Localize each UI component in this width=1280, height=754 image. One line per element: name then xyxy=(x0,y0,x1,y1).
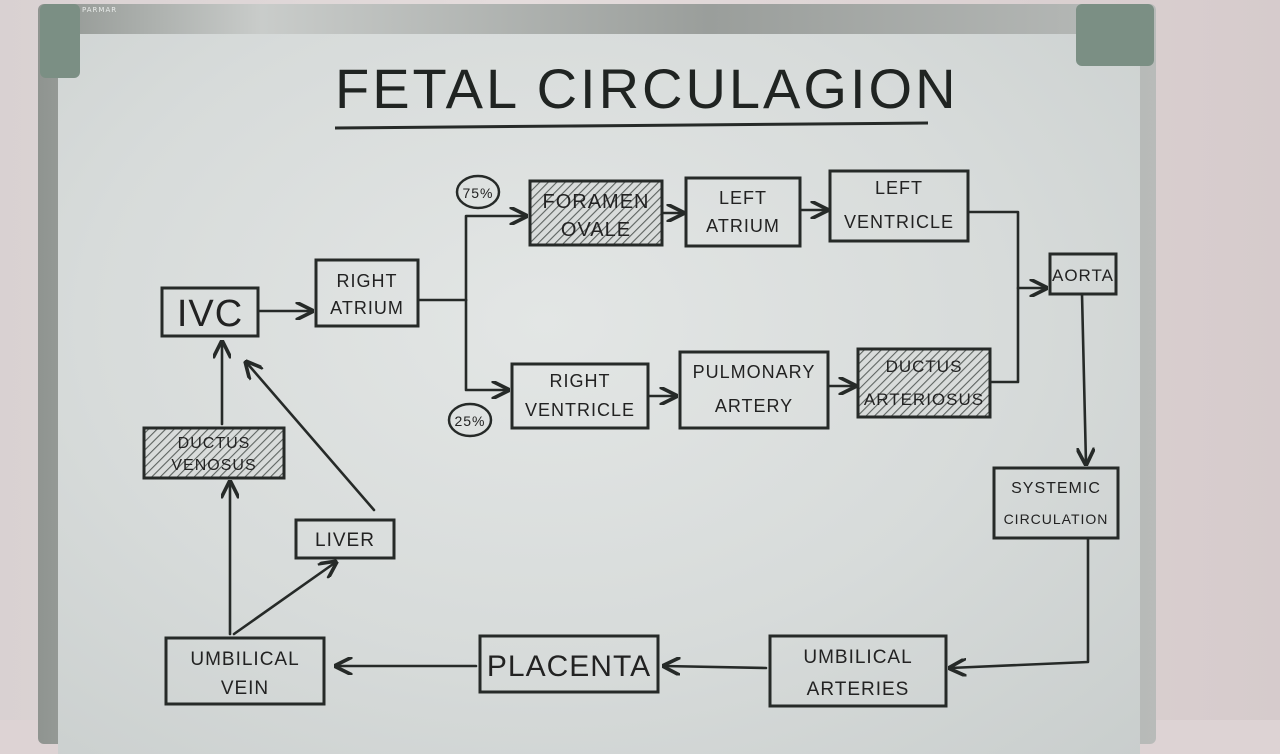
arrow-umbilical-arteries-to-placenta xyxy=(664,666,768,668)
svg-text:ARTERIOSUS: ARTERIOSUS xyxy=(864,390,984,409)
node-systemic-circulation: SYSTEMIC CIRCULATION xyxy=(992,466,1120,540)
svg-text:FORAMEN: FORAMEN xyxy=(543,191,650,213)
connector-lv-da-merge xyxy=(966,210,1020,384)
svg-text:PLACENTA: PLACENTA xyxy=(487,650,651,683)
svg-text:75%: 75% xyxy=(462,185,493,201)
svg-text:UMBILICAL: UMBILICAL xyxy=(803,647,912,668)
svg-text:PULMONARY: PULMONARY xyxy=(693,362,816,382)
node-umbilical-vein: UMBILICAL VEIN xyxy=(164,636,326,706)
svg-text:25%: 25% xyxy=(454,413,485,429)
svg-text:VENOSUS: VENOSUS xyxy=(171,457,256,474)
frame-corner-top-left xyxy=(40,4,80,78)
svg-text:UMBILICAL: UMBILICAL xyxy=(190,649,299,670)
svg-text:CIRCULATION: CIRCULATION xyxy=(1004,511,1109,527)
svg-text:LEFT: LEFT xyxy=(875,178,923,198)
arrow-liver-to-ivc xyxy=(246,362,376,512)
node-right-ventricle: RIGHT VENTRICLE xyxy=(510,362,650,430)
node-liver: LIVER xyxy=(294,518,396,560)
svg-text:ATRIUM: ATRIUM xyxy=(330,298,404,318)
svg-text:OVALE: OVALE xyxy=(561,219,631,241)
svg-text:ARTERIES: ARTERIES xyxy=(807,679,910,700)
svg-text:DUCTUS: DUCTUS xyxy=(178,435,251,452)
svg-text:ATRIUM: ATRIUM xyxy=(706,216,780,236)
frame-corner-top-right xyxy=(1076,4,1154,66)
svg-text:LIVER: LIVER xyxy=(315,530,375,551)
svg-text:AORTA: AORTA xyxy=(1052,266,1114,285)
arrow-to-right-ventricle xyxy=(464,298,508,390)
node-ductus-arteriosus: DUCTUS ARTERIOSUS xyxy=(856,347,992,419)
node-ivc: IVC xyxy=(160,286,260,338)
node-aorta: AORTA xyxy=(1048,252,1118,296)
arrow-umbilical-vein-to-liver xyxy=(232,562,336,636)
node-left-atrium: LEFT ATRIUM xyxy=(684,176,802,248)
node-pulmonary-artery: PULMONARY ARTERY xyxy=(678,350,830,430)
fetal-circulation-diagram: FETAL CIRCULAGION IVC RIGHT ATRIUM FORAM… xyxy=(142,57,1120,708)
svg-text:ARTERY: ARTERY xyxy=(715,396,793,416)
node-umbilical-arteries: UMBILICAL ARTERIES xyxy=(768,634,948,708)
svg-text:LEFT: LEFT xyxy=(719,188,767,208)
node-right-atrium: RIGHT ATRIUM xyxy=(314,258,420,328)
title-underline xyxy=(334,121,929,130)
frame-brand-label: PARMAR xyxy=(82,6,118,14)
arrow-systemic-to-umbilical-arteries xyxy=(950,536,1090,668)
svg-text:RIGHT: RIGHT xyxy=(337,271,398,291)
node-foramen-ovale: FORAMEN OVALE xyxy=(528,179,664,247)
flow-arrows xyxy=(222,210,1088,668)
svg-text:VENTRICLE: VENTRICLE xyxy=(844,212,954,232)
node-ductus-venosus: DUCTUS VENOSUS xyxy=(142,426,286,480)
percent-75-badge: 75% xyxy=(455,174,501,210)
svg-text:VEIN: VEIN xyxy=(221,678,269,699)
percent-25-badge: 25% xyxy=(447,402,493,438)
arrow-aorta-to-systemic xyxy=(1082,292,1086,464)
svg-text:DUCTUS: DUCTUS xyxy=(886,357,963,376)
svg-text:IVC: IVC xyxy=(177,293,243,335)
arrow-to-foramen-ovale xyxy=(464,216,526,302)
node-left-ventricle: LEFT VENTRICLE xyxy=(828,169,970,243)
svg-text:VENTRICLE: VENTRICLE xyxy=(525,400,635,420)
node-placenta: PLACENTA xyxy=(478,634,660,694)
svg-text:SYSTEMIC: SYSTEMIC xyxy=(1011,480,1101,497)
diagram-title: FETAL CIRCULAGION xyxy=(335,57,959,120)
svg-text:RIGHT: RIGHT xyxy=(550,371,611,391)
